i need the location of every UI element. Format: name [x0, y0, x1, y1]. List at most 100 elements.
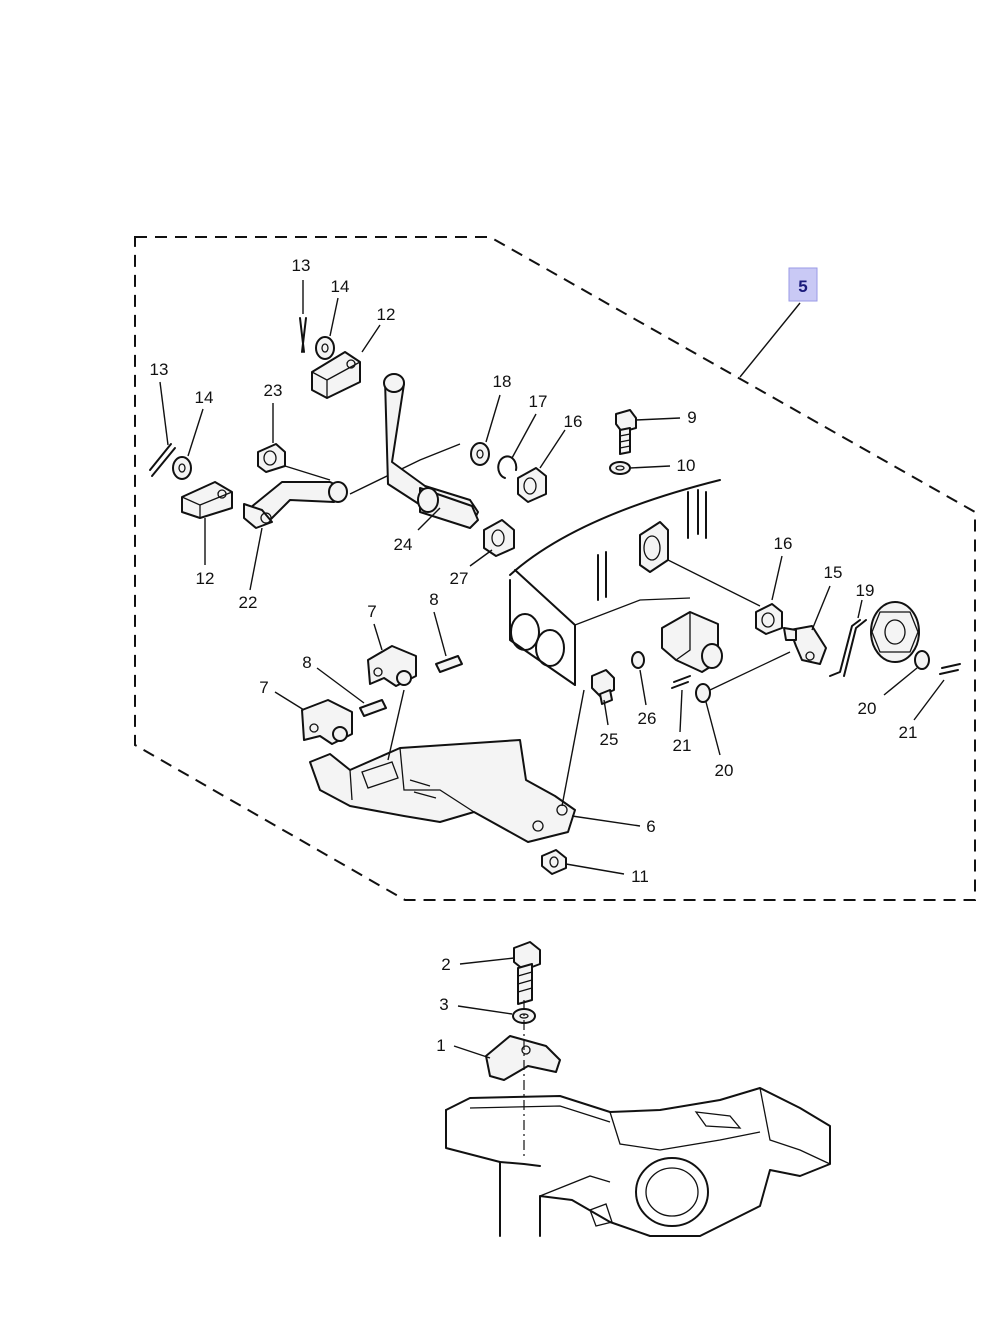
- leader-16a: [539, 429, 566, 469]
- swivel-bracket-housing: [445, 1087, 831, 1237]
- leader-10: [629, 465, 671, 469]
- link-rod-line: [284, 443, 461, 495]
- washer-18: [470, 442, 490, 466]
- leader-21a: [679, 689, 683, 733]
- callout-14a[interactable]: 14: [331, 277, 350, 296]
- callout-16b[interactable]: 16: [774, 534, 793, 553]
- leader-16b: [771, 555, 783, 601]
- leader-14b: [187, 408, 204, 457]
- leader-7a: [373, 623, 383, 651]
- cotter-pin-21-right: [939, 663, 961, 675]
- callout-19[interactable]: 19: [856, 581, 875, 600]
- callout-13b[interactable]: 13: [150, 360, 169, 379]
- callout-2[interactable]: 2: [441, 955, 450, 974]
- callout-8b[interactable]: 8: [302, 653, 311, 672]
- leader-20a: [705, 701, 721, 756]
- washer-14-left: [172, 456, 192, 480]
- shift-rod-19: [829, 619, 867, 677]
- assembly-label-5-text: 5: [798, 277, 807, 296]
- callout-12b[interactable]: 12: [196, 569, 215, 588]
- ball-joint-12-top: [311, 351, 361, 399]
- callout-10[interactable]: 10: [677, 456, 696, 475]
- collar-23: [257, 443, 286, 473]
- leader-7b: [274, 691, 305, 711]
- bolt-25: [591, 669, 615, 705]
- washer-14-left-hole: [178, 463, 186, 473]
- leader-8b: [316, 667, 365, 704]
- leader-6: [571, 815, 641, 827]
- washer-26: [631, 651, 645, 669]
- callout-24[interactable]: 24: [394, 535, 413, 554]
- guide-line-6: [561, 689, 585, 807]
- bolt-2: [513, 941, 541, 1005]
- leader-15: [811, 585, 831, 631]
- callout-17[interactable]: 17: [529, 392, 548, 411]
- callout-6[interactable]: 6: [646, 817, 655, 836]
- callout-1[interactable]: 1: [436, 1036, 445, 1055]
- leader-14a: [329, 297, 339, 337]
- washer-10-hole: [615, 465, 625, 471]
- pin-8-left: [359, 699, 387, 717]
- leader-9: [635, 417, 681, 421]
- callout-23[interactable]: 23: [264, 381, 283, 400]
- leader-12a: [361, 324, 381, 353]
- callout-12a[interactable]: 12: [377, 305, 396, 324]
- callout-7b[interactable]: 7: [259, 678, 268, 697]
- assembly-5-boundary: [134, 236, 976, 901]
- callout-16a[interactable]: 16: [564, 412, 583, 431]
- callout-27[interactable]: 27: [450, 569, 469, 588]
- cotter-pin-13-top: [299, 317, 307, 353]
- leader-27: [469, 549, 493, 567]
- bushing-27: [483, 519, 515, 557]
- leader-2: [459, 957, 515, 965]
- plate-1: [485, 1035, 561, 1081]
- callout-25[interactable]: 25: [600, 730, 619, 749]
- callout-14b[interactable]: 14: [195, 388, 214, 407]
- bushing-16-upper: [517, 467, 547, 503]
- bolt-9: [615, 409, 637, 455]
- ball-joint-12-left: [181, 481, 233, 519]
- callout-21a[interactable]: 21: [673, 736, 692, 755]
- nut-11: [541, 849, 567, 875]
- leader-8a: [433, 611, 447, 657]
- cotter-pin-13-left: [149, 443, 176, 477]
- washer-14-top-hole: [321, 343, 329, 353]
- leader-20b: [883, 667, 918, 696]
- leader-22: [249, 527, 263, 591]
- leader-24: [417, 507, 441, 531]
- callout-3[interactable]: 3: [439, 995, 448, 1014]
- callout-20b[interactable]: 20: [858, 699, 877, 718]
- washer-18-hole: [476, 449, 484, 459]
- engine-housing: [509, 479, 761, 686]
- lever-15: [783, 625, 827, 665]
- assembly-label-5[interactable]: 5: [788, 267, 818, 302]
- leader-18: [485, 394, 501, 443]
- guide-line-7: [387, 689, 405, 761]
- clip-7-left: [301, 699, 353, 745]
- callout-18[interactable]: 18: [493, 372, 512, 391]
- leader-13b: [159, 381, 169, 446]
- callout-9[interactable]: 9: [687, 408, 696, 427]
- callout-15[interactable]: 15: [824, 563, 843, 582]
- callout-8a[interactable]: 8: [429, 590, 438, 609]
- leader-19: [857, 599, 863, 619]
- callout-26[interactable]: 26: [638, 709, 657, 728]
- bracket-6: [309, 739, 576, 843]
- callout-21b[interactable]: 21: [899, 723, 918, 742]
- gear-cluster: [870, 601, 920, 663]
- bushing-16-right: [755, 603, 783, 635]
- leader-5: [739, 302, 801, 378]
- leader-3: [457, 1005, 513, 1015]
- callout-20a[interactable]: 20: [715, 761, 734, 780]
- callout-13a[interactable]: 13: [292, 256, 311, 275]
- shift-shaft-24: [383, 373, 479, 529]
- link-arm-22: [243, 481, 348, 529]
- callout-7a[interactable]: 7: [367, 602, 376, 621]
- clip-7-upper: [367, 645, 417, 687]
- leader-11: [565, 863, 625, 875]
- callout-22[interactable]: 22: [239, 593, 258, 612]
- washer-14-top: [315, 336, 335, 360]
- callout-11[interactable]: 11: [631, 867, 649, 886]
